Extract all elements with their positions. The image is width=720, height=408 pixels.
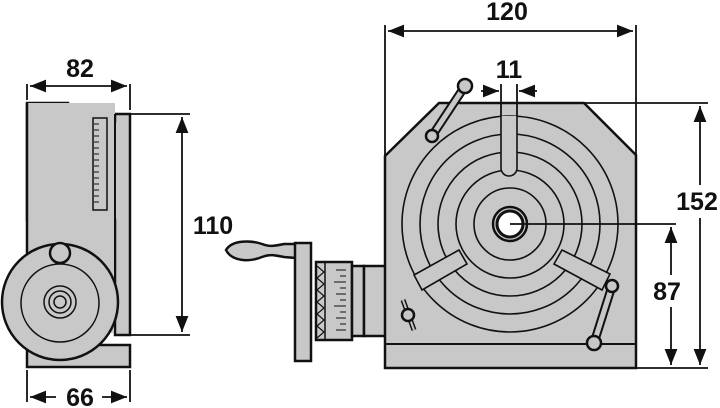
side-scale — [92, 117, 108, 211]
crank-assembly — [224, 240, 388, 363]
dim-152: 152 — [676, 188, 718, 216]
front-dimensions — [384, 24, 708, 369]
dim-110: 110 — [193, 212, 233, 240]
clamp-lever-top — [424, 77, 474, 144]
dial-ticks — [334, 269, 346, 331]
dim-11: 11 — [496, 56, 523, 84]
dim-120: 120 — [486, 0, 528, 26]
clamp-lever-bottom — [585, 278, 620, 352]
front-view — [383, 77, 638, 370]
crank-handle — [224, 240, 298, 262]
shaft-housing — [362, 264, 388, 338]
wing-bolt — [400, 299, 417, 331]
dim-87: 87 — [653, 278, 681, 306]
crank-arm — [293, 241, 313, 363]
t-slots — [412, 116, 612, 292]
dial-collar — [350, 264, 366, 338]
dim-82: 82 — [66, 55, 94, 83]
scale-ticks — [94, 123, 99, 203]
side-dimensions — [26, 79, 190, 404]
dim-66: 66 — [66, 384, 94, 408]
micrometer-dial — [314, 260, 354, 342]
side-view — [0, 101, 132, 369]
